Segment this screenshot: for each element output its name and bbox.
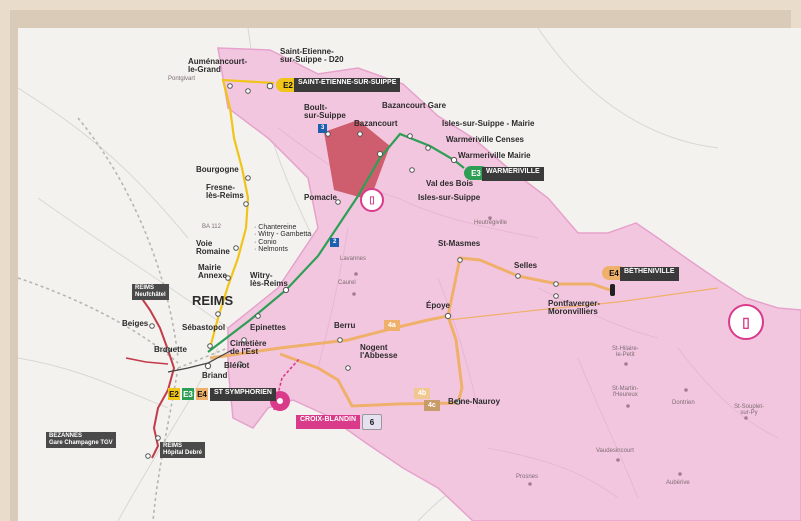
place-aumenancourt: Auménancourt-le-Grand	[188, 57, 248, 75]
place-beine-nauroy: Beine-Nauroy	[448, 397, 501, 406]
place-val-des-bois: Val des Bois	[426, 179, 474, 188]
place-bazancourt: Bazancourt	[354, 119, 398, 128]
place-beiges: Beiges	[122, 319, 149, 328]
place-st-masmes: St-Masmes	[438, 239, 481, 248]
industrial-area	[324, 120, 390, 200]
place-dontrien: Dontrien	[672, 400, 695, 406]
line-e4-route	[209, 256, 611, 360]
segment-4a: 4a	[384, 320, 400, 331]
place-heutregiville: Heutrégiville	[474, 220, 508, 226]
place-pomacle: Pomacle	[304, 193, 337, 202]
segment-4b: 4b	[414, 388, 431, 399]
place-auberive: Aubérive	[666, 480, 690, 486]
place-warmeriville-censes: Warmeriville Censes	[446, 135, 524, 144]
line-e3-route	[207, 132, 465, 353]
line-e2-route	[208, 78, 275, 349]
segment-4c: 4c	[424, 400, 440, 411]
start-e4-badge: E4	[196, 388, 208, 400]
place-st-hilaire: St-Hilaire-le-Petit	[612, 346, 639, 359]
place-reims: REIMS	[192, 293, 234, 308]
place-chantereine-group: · Chantereine· Witry - Gambetta· Conio· …	[254, 224, 312, 254]
place-bazancourt-gare: Bazancourt Gare	[382, 101, 447, 110]
place-st-martin: St-Martin-l'Heureux	[612, 386, 639, 399]
map-graphics	[18, 28, 801, 521]
line-6-badge: 6	[362, 414, 382, 430]
place-bourgogne: Bourgogne	[196, 165, 239, 174]
place-prosnes: Prosnes	[516, 474, 539, 480]
place-witry: Witry-lès-Reims	[250, 271, 288, 289]
transport-map: Auménancourt-le-Grand Saint-Etienne-sur-…	[18, 28, 801, 521]
place-lavannes: Lavannes	[340, 256, 367, 262]
on-demand-phone-icon: ▯	[728, 304, 764, 340]
place-epoye: Époye	[426, 301, 451, 310]
place-pontgivart: Pontgivart	[168, 76, 196, 82]
place-caurel: Caurel	[338, 280, 356, 286]
metro-2-tag: 2	[330, 238, 340, 247]
start-e3-badge: E3	[182, 388, 194, 400]
place-berru: Berru	[334, 321, 356, 330]
place-warmeriville-mairie: Warmeriville Mairie	[458, 151, 531, 160]
place-st-etienne-d20: Saint-Etienne-sur-Suippe - D20	[280, 47, 344, 65]
place-ba112: BA 112	[202, 224, 221, 230]
metro-3-tag: 3	[318, 124, 328, 133]
place-sebastopol: Sébastopol	[182, 323, 226, 332]
place-boult: Boult-sur-Suippe	[304, 103, 346, 121]
start-st-symphorien: ST SYMPHORIEN	[210, 388, 276, 401]
place-brouette: Brouette	[154, 345, 187, 354]
place-briand: Briand	[202, 371, 228, 380]
place-vaudesincourt: Vaudesincourt	[596, 448, 634, 454]
croix-blandin-terminus: CROIX-BLANDIN	[296, 415, 360, 429]
e3-terminus: WARMERIVILLE	[482, 167, 544, 181]
place-st-souplet: St-Souplet-sur-Py	[734, 404, 765, 417]
place-fresne: Fresne-lès-Reims	[206, 183, 244, 201]
place-bleriot: Blériot	[224, 361, 250, 370]
place-selles: Selles	[514, 261, 538, 270]
start-e2-badge: E2	[168, 388, 180, 400]
place-isles: Isles-sur-Suippe	[418, 193, 481, 202]
e2-terminus: SAINT-ETIENNE-SUR-SUIPPE	[294, 78, 401, 92]
e4-terminus: BÉTHENIVILLE	[620, 267, 679, 281]
place-isles-mairie: Isles-sur-Suippe - Mairie	[442, 119, 535, 128]
place-pontfaverger: Pontfaverger-Moronvilliers	[548, 299, 601, 317]
phone-icon: ▯	[360, 188, 384, 212]
place-epinettes: Epinettes	[250, 323, 287, 332]
